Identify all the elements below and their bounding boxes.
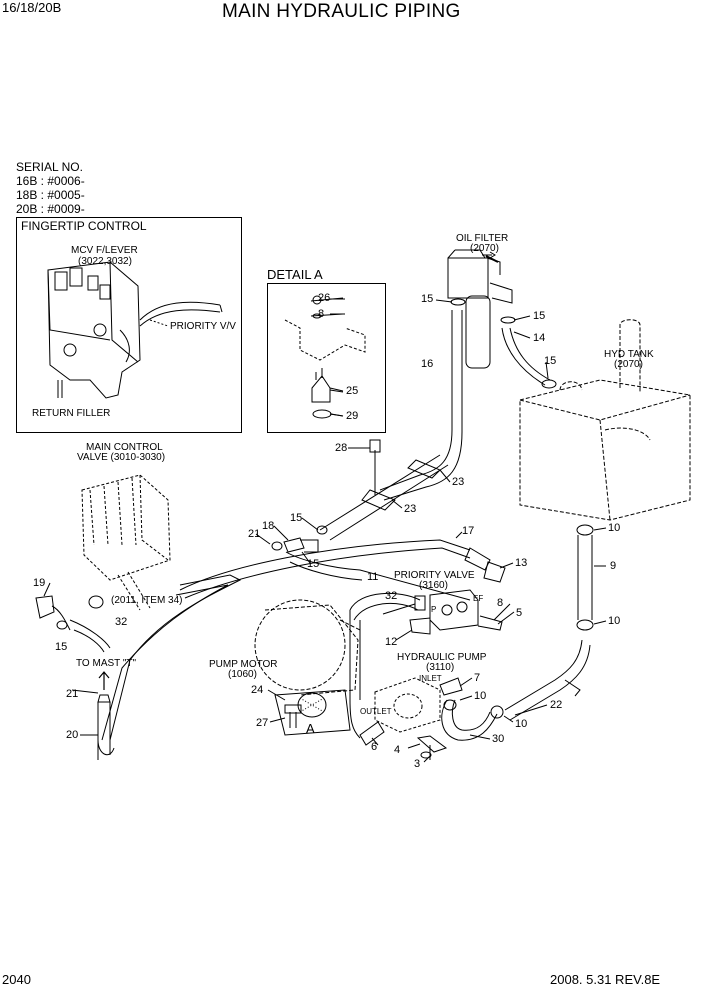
callout-19: 19 <box>33 577 46 589</box>
callout-25: 25 <box>346 385 359 397</box>
callout-23: 23 <box>452 476 465 488</box>
callout-15: 15 <box>290 512 303 524</box>
callout-8: 8 <box>497 597 504 609</box>
pump-motor <box>254 599 361 696</box>
fingertip-control-box <box>16 217 242 433</box>
priority-vv-label: PRIORITY V/V <box>170 321 236 332</box>
callout-12: 12 <box>385 636 398 648</box>
callout-4: 4 <box>394 744 401 756</box>
callout-18: 18 <box>262 520 275 532</box>
inlet-label: INLET <box>419 674 442 683</box>
detail-a-box <box>267 283 386 433</box>
callout-11: 11 <box>367 571 379 583</box>
callout-28: 28 <box>335 442 348 454</box>
hydraulic-pump <box>374 677 441 733</box>
page-title: MAIN HYDRAULIC PIPING <box>222 1 461 22</box>
port-p-label: P <box>431 605 437 614</box>
serial-line-20b: 20B : #0009- <box>16 202 85 216</box>
model-number: 16/18/20B <box>2 0 62 15</box>
mcv-code: (3022,3032) <box>78 256 132 267</box>
callout-21: 21 <box>66 688 79 700</box>
callout-3: 3 <box>414 758 421 770</box>
callout-10: 10 <box>608 615 621 627</box>
callout-10: 10 <box>608 522 621 534</box>
callout-15: 15 <box>544 355 557 367</box>
callout-10: 10 <box>474 690 487 702</box>
main-control-label: MAIN CONTROL <box>86 442 163 453</box>
callout-32: 32 <box>115 616 128 628</box>
priority-valve <box>414 589 503 631</box>
item34-label: (2011, ITEM 34) <box>111 595 183 606</box>
callout-16: 16 <box>421 358 434 370</box>
callout-15: 15 <box>533 310 546 322</box>
callout-15: 15 <box>55 641 68 653</box>
serial-line-18b: 18B : #0005- <box>16 188 85 202</box>
callout-9: 9 <box>610 560 617 572</box>
callout-10: 10 <box>515 718 528 730</box>
callout-17: 17 <box>462 525 475 537</box>
detail-ref-a: A <box>306 721 315 736</box>
priority-valve-code: (3160) <box>419 580 448 591</box>
hydraulic-pump-label: HYDRAULIC PUMP <box>397 652 487 663</box>
callout-29: 29 <box>346 410 359 422</box>
oil-filter-label: OIL FILTER <box>456 233 509 244</box>
callout-5: 5 <box>516 607 523 619</box>
callout-23: 23 <box>404 503 417 515</box>
callout-22: 22 <box>550 699 563 711</box>
callout-32: 32 <box>385 590 398 602</box>
oil-filter-code: (2070) <box>470 243 499 254</box>
outlet-label: OUTLET <box>360 707 392 716</box>
oil-filter <box>447 249 516 369</box>
mcv-label: MCV F/LEVER <box>71 245 138 256</box>
callout-20: 20 <box>66 729 79 741</box>
callout-26: 26 <box>318 292 331 304</box>
pump-motor-label: PUMP MOTOR <box>209 659 278 670</box>
detail-a-title: DETAIL A <box>267 267 323 282</box>
hydraulic-pump-code: (3110) <box>426 662 455 673</box>
page-number: 2040 <box>2 972 31 987</box>
callout-15: 15 <box>307 558 320 570</box>
serial-heading: SERIAL NO. <box>16 160 83 174</box>
callout-15: 15 <box>421 293 434 305</box>
callout-24: 24 <box>251 684 264 696</box>
date-revision: 2008. 5.31 REV.8E <box>550 972 661 987</box>
pump-motor-code: (1060) <box>228 669 257 680</box>
hyd-tank-code: (2070) <box>614 359 643 370</box>
callout-6: 6 <box>371 741 378 753</box>
serial-line-16b: 16B : #0006- <box>16 174 85 188</box>
callout-13: 13 <box>515 557 528 569</box>
callout-30: 30 <box>492 733 505 745</box>
callout-14: 14 <box>533 332 546 344</box>
callout-27: 27 <box>256 717 269 729</box>
port-ef-label: EF <box>473 594 484 603</box>
fingertip-title: FINGERTIP CONTROL <box>21 219 147 233</box>
to-mast-label: TO MAST "T" <box>76 658 137 669</box>
main-control-valve <box>81 474 171 611</box>
callout-7: 7 <box>474 672 481 684</box>
return-filler-label: RETURN FILLER <box>32 408 111 419</box>
callout-21: 21 <box>248 528 261 540</box>
main-control-code: VALVE (3010-3030) <box>77 452 166 463</box>
callout-8: 8 <box>318 308 325 320</box>
